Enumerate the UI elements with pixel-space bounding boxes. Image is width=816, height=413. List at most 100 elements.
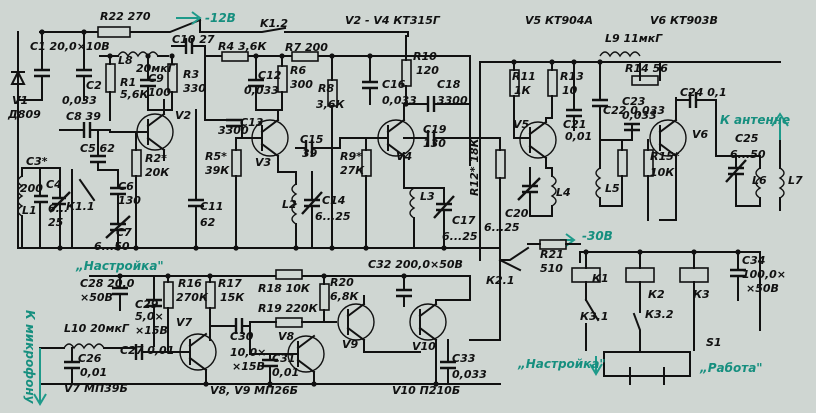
wire-c5-c7	[97, 131, 119, 249]
label-c10: С10 27	[172, 33, 215, 46]
resistor-r4	[221, 51, 249, 62]
inductor-l10	[63, 343, 105, 350]
wire-v9	[346, 295, 421, 353]
label-c26v: 0,01	[80, 366, 107, 379]
label-v6: V6 КТ903В	[650, 14, 718, 27]
label-c31v: 0,01	[272, 366, 299, 379]
label-tune-bottom: „Настройка"	[517, 357, 606, 371]
antenna-arrow	[771, 112, 789, 140]
label-antenna: К антенне	[720, 113, 790, 127]
label-v3l: V3	[255, 156, 272, 169]
wire-l1-c3-c4	[21, 167, 61, 249]
label-v2v4: V2 - V4 КТ315Г	[345, 14, 441, 27]
label-v8l: V8	[278, 330, 295, 343]
label-r21v: 510	[540, 262, 563, 275]
transistor-v10	[409, 303, 447, 341]
label-s1: S1	[706, 336, 722, 349]
label-r9v: 27К	[340, 164, 365, 177]
label-c33: С33	[452, 352, 476, 365]
label-k32: К3.2	[645, 308, 674, 321]
label-c20: С20	[505, 207, 529, 220]
label-r4: R4 3,6К	[218, 40, 267, 53]
label-r17v: 15К	[220, 291, 245, 304]
microphone-arrow	[33, 348, 47, 406]
resistor-r13	[547, 69, 558, 97]
transistor-v6	[649, 119, 687, 157]
tune-arrow	[589, 356, 603, 376]
resistor-r18	[275, 269, 303, 280]
wire-r12	[499, 137, 530, 261]
label-r7: R7 200	[285, 41, 328, 54]
label-c5: С5 62	[80, 142, 115, 155]
rail-r4-r7	[204, 31, 471, 166]
label-v89t: V8, V9 МП26Б	[210, 384, 298, 397]
label-c34b: ×50В	[746, 282, 779, 295]
wire-v6	[658, 97, 678, 221]
label-r3v: 330	[183, 82, 206, 95]
label-work: „Работа"	[699, 361, 763, 375]
label-r5: R5*	[205, 150, 227, 163]
label-r6v: 300	[290, 78, 313, 91]
wire-r6-r8	[255, 55, 333, 249]
resistor-r20	[319, 283, 330, 311]
label-tune-top: „Настройка"	[75, 259, 164, 273]
label-c8: С8 39	[66, 110, 101, 123]
label-v1: V1	[12, 94, 28, 107]
label-l6: L6	[752, 174, 767, 187]
label-r10v: 120	[416, 64, 439, 77]
label-c4b: 25	[48, 216, 64, 229]
wire-r11-r13	[513, 61, 575, 139]
rail-v5-v6	[479, 61, 781, 261]
label-r20: R20	[330, 276, 354, 289]
wire-l2-c14	[277, 147, 341, 249]
resistor-r12	[495, 149, 506, 179]
label-r1: R1	[120, 76, 136, 89]
label-r19: R19 220К	[258, 302, 319, 315]
label-r21: R21	[540, 248, 564, 261]
transistor-v9	[337, 303, 375, 341]
label-c19: С19	[423, 123, 447, 136]
label-c22: С22 0,033	[603, 104, 665, 117]
label-c1: С1 20,0×10В	[30, 40, 110, 53]
label-c7: С7	[116, 226, 132, 239]
wire-v10	[418, 299, 471, 385]
label-c17v: 6...25	[442, 230, 478, 243]
inductor-l5	[595, 167, 602, 199]
label-c12v: 0,033	[244, 84, 279, 97]
junction-dots	[39, 29, 741, 387]
relay-contacts-k3	[584, 298, 641, 351]
label-l4: L4	[556, 186, 571, 199]
label-c14: С14	[322, 194, 345, 207]
label-v7l: V7	[176, 316, 193, 329]
label-c32: С32 200,0×50В	[368, 258, 463, 271]
label-v9l: V9	[342, 338, 359, 351]
label-c28: С28 20,0	[80, 277, 135, 290]
label-c16: С16	[382, 78, 406, 91]
label-c9v: 100	[148, 86, 171, 99]
label-c30: С30	[230, 330, 254, 343]
label-c19v: 130	[423, 137, 446, 150]
label-c17: С17	[452, 214, 476, 227]
wire-c25-l6-l7	[715, 139, 781, 211]
resistor-r7	[291, 51, 319, 62]
label-l1: L1	[22, 204, 37, 217]
label-c11: С11	[200, 200, 223, 213]
label-k2: К2	[648, 288, 665, 301]
label-c18: С18	[437, 78, 461, 91]
resistor-small	[617, 149, 628, 177]
label-r22: R22 270	[100, 10, 151, 23]
label-r16: R16	[178, 277, 202, 290]
label-c15v: 39	[302, 147, 318, 160]
label-l8v: 20мкГ	[136, 62, 176, 75]
resistor-r1	[105, 63, 116, 93]
label-l8: L8	[118, 54, 133, 67]
lower-rail-top	[89, 275, 471, 301]
relay-contact-k11	[71, 169, 96, 249]
label-k11: К1.1	[66, 200, 94, 213]
label-v2l: V2	[175, 109, 192, 122]
label-k21: К2.1	[486, 274, 514, 287]
wire-v4	[386, 103, 406, 189]
label-c14v: 6...25	[315, 210, 351, 223]
